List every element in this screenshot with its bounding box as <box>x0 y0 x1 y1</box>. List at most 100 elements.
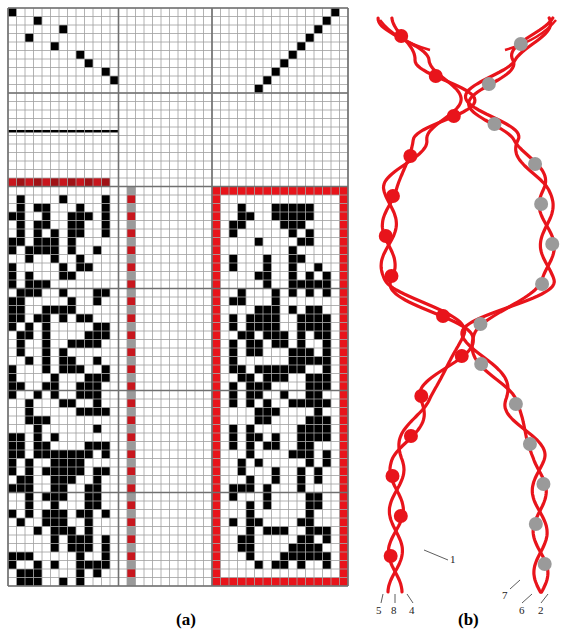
pattern-cell <box>306 459 315 468</box>
drawdown-cell <box>102 221 111 230</box>
threading-cell <box>34 17 43 26</box>
drawdown-cell <box>8 365 17 374</box>
drawdown-cell <box>76 204 85 213</box>
pattern-cell <box>297 280 306 289</box>
drawdown-cell <box>76 535 85 544</box>
drawdown-cell <box>25 246 34 255</box>
drawdown-cell <box>17 289 26 298</box>
frame-cell <box>212 289 221 298</box>
pattern-cell <box>229 348 238 357</box>
grid-line <box>8 399 348 400</box>
frame-cell <box>212 195 221 204</box>
warp-color-cell <box>127 297 136 306</box>
leader-line <box>510 580 520 589</box>
drawdown-cell <box>42 238 51 247</box>
warp-color-cell <box>127 221 136 230</box>
frame-cell <box>340 476 349 485</box>
drawdown-cell <box>8 459 17 468</box>
frame-cell <box>340 544 349 553</box>
grid-line <box>8 101 348 102</box>
warp-color-cell <box>127 510 136 519</box>
pattern-cell <box>229 297 238 306</box>
frame-cell <box>246 578 255 587</box>
frame-cell <box>340 391 349 400</box>
drawdown-cell <box>51 493 60 502</box>
frame-cell <box>340 187 349 196</box>
drawdown-cell <box>85 442 94 451</box>
pattern-cell <box>229 263 238 272</box>
pattern-cell <box>297 238 306 247</box>
frame-cell <box>272 578 281 587</box>
drawdown-cell <box>25 408 34 417</box>
drawdown-cell <box>8 306 17 315</box>
pattern-cell <box>255 561 264 570</box>
red-tablet <box>384 549 398 563</box>
grid-line <box>8 526 348 527</box>
callout-number: 1 <box>450 554 456 565</box>
grid-line <box>8 280 348 281</box>
pattern-cell <box>323 433 332 442</box>
warp-color-cell <box>127 229 136 238</box>
grid-line <box>8 416 348 417</box>
pattern-cell <box>263 484 272 493</box>
drawdown-cell <box>59 357 68 366</box>
drawdown-cell <box>42 348 51 357</box>
pattern-cell <box>229 391 238 400</box>
pattern-cell <box>297 544 306 553</box>
red-tablet <box>394 509 408 523</box>
grid-line <box>8 8 9 586</box>
frame-cell <box>340 527 349 536</box>
warp-color-cell <box>127 246 136 255</box>
callout-number: 6 <box>519 605 525 616</box>
drawdown-cell <box>68 221 77 230</box>
drawdown-cell <box>68 340 77 349</box>
frame-cell <box>340 416 349 425</box>
drawdown-cell <box>51 484 60 493</box>
pattern-cell <box>289 357 298 366</box>
pattern-cell <box>229 399 238 408</box>
drawdown-cell <box>59 272 68 281</box>
pattern-cell <box>314 357 323 366</box>
warp-color-cell <box>127 348 136 357</box>
warp-color-cell <box>127 272 136 281</box>
panel-label: (b) <box>458 611 479 628</box>
warp-color-cell <box>127 459 136 468</box>
pattern-cell <box>272 314 281 323</box>
pattern-cell <box>306 348 315 357</box>
leader-line <box>395 594 396 603</box>
drawdown-cell <box>34 391 43 400</box>
pattern-cell <box>289 255 298 264</box>
pattern-cell <box>323 340 332 349</box>
frame-cell <box>212 493 221 502</box>
drawdown-cell <box>68 535 77 544</box>
frame-cell <box>340 552 349 561</box>
drawdown-cell <box>93 323 102 332</box>
pattern-cell <box>306 518 315 527</box>
drawdown-cell <box>76 459 85 468</box>
warp-color-cell <box>127 493 136 502</box>
frame-cell <box>212 221 221 230</box>
pattern-cell <box>263 501 272 510</box>
grid-line <box>8 365 348 366</box>
pattern-cell <box>263 280 272 289</box>
pattern-cell <box>314 501 323 510</box>
drawdown-cell <box>102 195 111 204</box>
drawdown-cell <box>17 306 26 315</box>
pattern-cell <box>289 348 298 357</box>
frame-cell <box>238 578 247 587</box>
frame-cell <box>340 297 349 306</box>
grid-line <box>8 322 348 323</box>
frame-cell <box>212 518 221 527</box>
drawdown-cell <box>8 246 17 255</box>
pattern-cell <box>255 272 264 281</box>
drawdown-cell <box>51 510 60 519</box>
frame-cell <box>340 221 349 230</box>
drawdown-cell <box>42 467 51 476</box>
frame-cell <box>255 187 264 196</box>
pattern-cell <box>323 365 332 374</box>
frame-cell <box>212 544 221 553</box>
frame-cell <box>340 323 349 332</box>
pattern-cell <box>246 484 255 493</box>
pattern-cell <box>323 450 332 459</box>
